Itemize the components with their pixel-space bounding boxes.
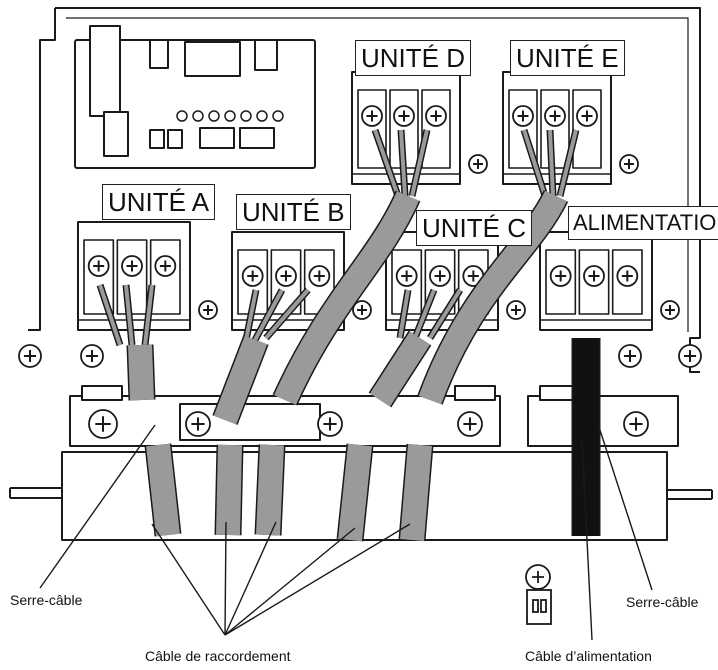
terminal-block-power-ground-screw [660,300,680,320]
terminal-block-c-screw [395,265,418,287]
terminal-block-d-screw [393,105,415,127]
label-unit-c: UNITÉ C [416,210,532,246]
label-unit-a: UNITÉ A [102,184,216,220]
callout-cable-clamp-right: Serre-câble [626,594,699,610]
terminal-block-c-ground-screw [506,300,526,320]
connection-cable-b [212,335,269,536]
wire-4 [251,288,286,342]
wire-11 [556,129,580,197]
terminal-block-e-ground-screw [619,154,639,174]
terminal-block-e [502,71,639,185]
clamp-screw-power [623,411,649,437]
leader-power [581,439,593,641]
wire-7 [397,129,409,197]
terminal-block-b-screw [241,265,264,287]
label-unit-d: UNITÉ D [355,40,471,76]
chassis-screw [18,344,42,368]
terminal-block-a-screw [154,255,177,277]
chassis-outline [28,7,701,373]
callout-power-cable: Câble d’alimentation [525,648,652,664]
terminal-block-a-screw [87,255,110,277]
terminal-block-d-ground-screw [468,154,488,174]
wire-6 [371,128,402,198]
wire-9 [520,128,549,198]
cable-clamp-power [527,385,679,447]
wire-2 [141,284,156,346]
connection-cable-a [126,344,182,537]
leader-cable-1 [151,523,226,636]
wire-14 [427,288,463,340]
wire-10 [546,129,557,197]
terminal-block-a [77,221,218,331]
terminal-block-b-screw [308,265,331,287]
terminal-block-e-screw [512,105,534,127]
chassis-screw [80,344,104,368]
chassis-screw [678,344,702,368]
terminal-block-e-screw [544,105,566,127]
terminal-block-power-screw [616,265,639,287]
label-unit-b: UNITÉ B [236,194,351,230]
terminal-block-a-ground-screw [198,300,218,320]
base-pin-right [667,489,713,500]
terminal-block-power-screw [549,265,572,287]
callout-cable-clamp-left: Serre-câble [10,592,83,608]
leader-cable-5 [224,523,411,636]
wire-13 [411,288,438,340]
leader-cable-2 [224,521,227,636]
terminal-block-power-screw [583,265,605,287]
label-power: ALIMENTATION [568,206,718,240]
wire-12 [396,289,412,339]
chassis-screw [618,344,642,368]
wire-8 [408,129,431,197]
wire-5 [263,287,311,341]
terminal-block-b-ground-screw [352,300,372,320]
label-unit-e: UNITÉ E [510,40,625,76]
clamp-screw [185,411,211,437]
leader-cable-3 [224,521,277,636]
terminal-block-power [539,231,680,331]
terminal-block-d-screw [361,105,383,127]
clamp-screw [457,411,483,437]
terminal-block-c-screw [429,265,451,287]
connection-cable-c [336,330,432,542]
wire-1 [122,284,136,346]
connection-cable-d [254,190,421,536]
clamp-screw [317,411,343,437]
clamp-screw-left [88,409,118,439]
terminal-block-a-screw [121,255,143,277]
terminal-block-e-screw [576,105,598,127]
connection-cable-e [398,189,569,542]
terminal-block-d-screw [425,105,447,127]
control-board [74,25,316,169]
leader-clamp-right [597,423,653,591]
callout-connection-cable: Câble de raccordement [145,648,291,664]
leader-clamp-left [39,424,156,589]
terminal-block-d [351,71,488,185]
leader-cable-4 [224,527,356,636]
spare-clamp [525,564,552,625]
wire-3 [241,289,260,346]
wire-0 [96,283,124,347]
base-pin-left [9,487,62,499]
terminal-block-b-screw [275,265,297,287]
